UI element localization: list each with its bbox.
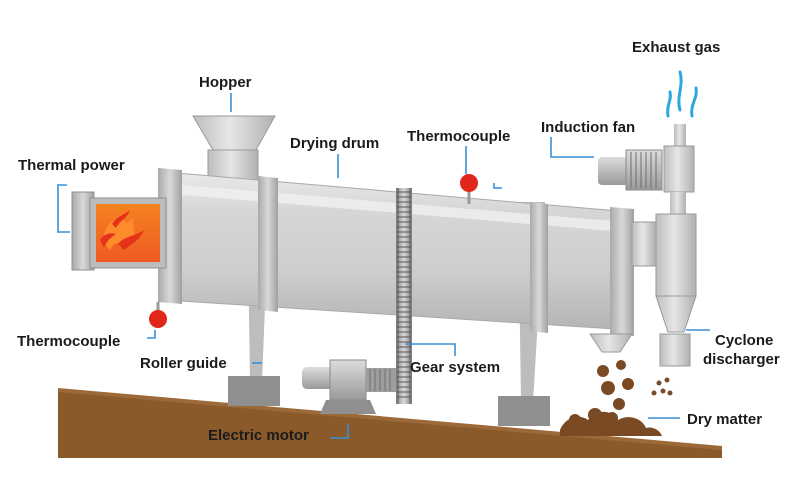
label-dry-matter: Dry matter [687,411,762,428]
exhaust-wave-icon [666,70,698,118]
label-thermocouple-bottom: Thermocouple [17,333,120,350]
cyclone-discharger [655,124,697,367]
label-drying-drum: Drying drum [290,135,379,152]
drum-ring-2 [258,176,278,312]
label-hopper: Hopper [199,74,252,91]
label-induction-fan: Induction fan [541,119,635,136]
dry-matter [560,360,673,436]
ground-top-edge [58,388,722,450]
electric-motor [302,359,396,414]
ground [58,390,722,458]
leader-lines [57,93,710,439]
thermocouple-bottom-sensor [149,302,167,328]
label-thermocouple-top: Thermocouple [407,128,510,145]
induction-fan [598,149,663,191]
hopper [192,115,276,181]
label-exhaust-gas: Exhaust gas [632,39,720,56]
label-roller-guide: Roller guide [140,355,227,372]
drum-outlet [631,221,657,267]
drum-ring-3 [530,202,548,333]
label-thermal-power: Thermal power [18,157,125,174]
label-cyclone-discharger-line2: discharger [703,351,780,368]
label-gear-system: Gear system [410,359,500,376]
discharge-chute [589,333,633,353]
drum-ring-4 [610,207,634,336]
fire-icon [100,210,144,250]
label-electric-motor: Electric motor [208,427,309,444]
gear-ring [396,188,412,404]
thermocouple-top-sensor [460,174,478,204]
label-cyclone-discharger-line1: Cyclone [715,332,773,349]
thermal-power-unit [71,191,167,271]
